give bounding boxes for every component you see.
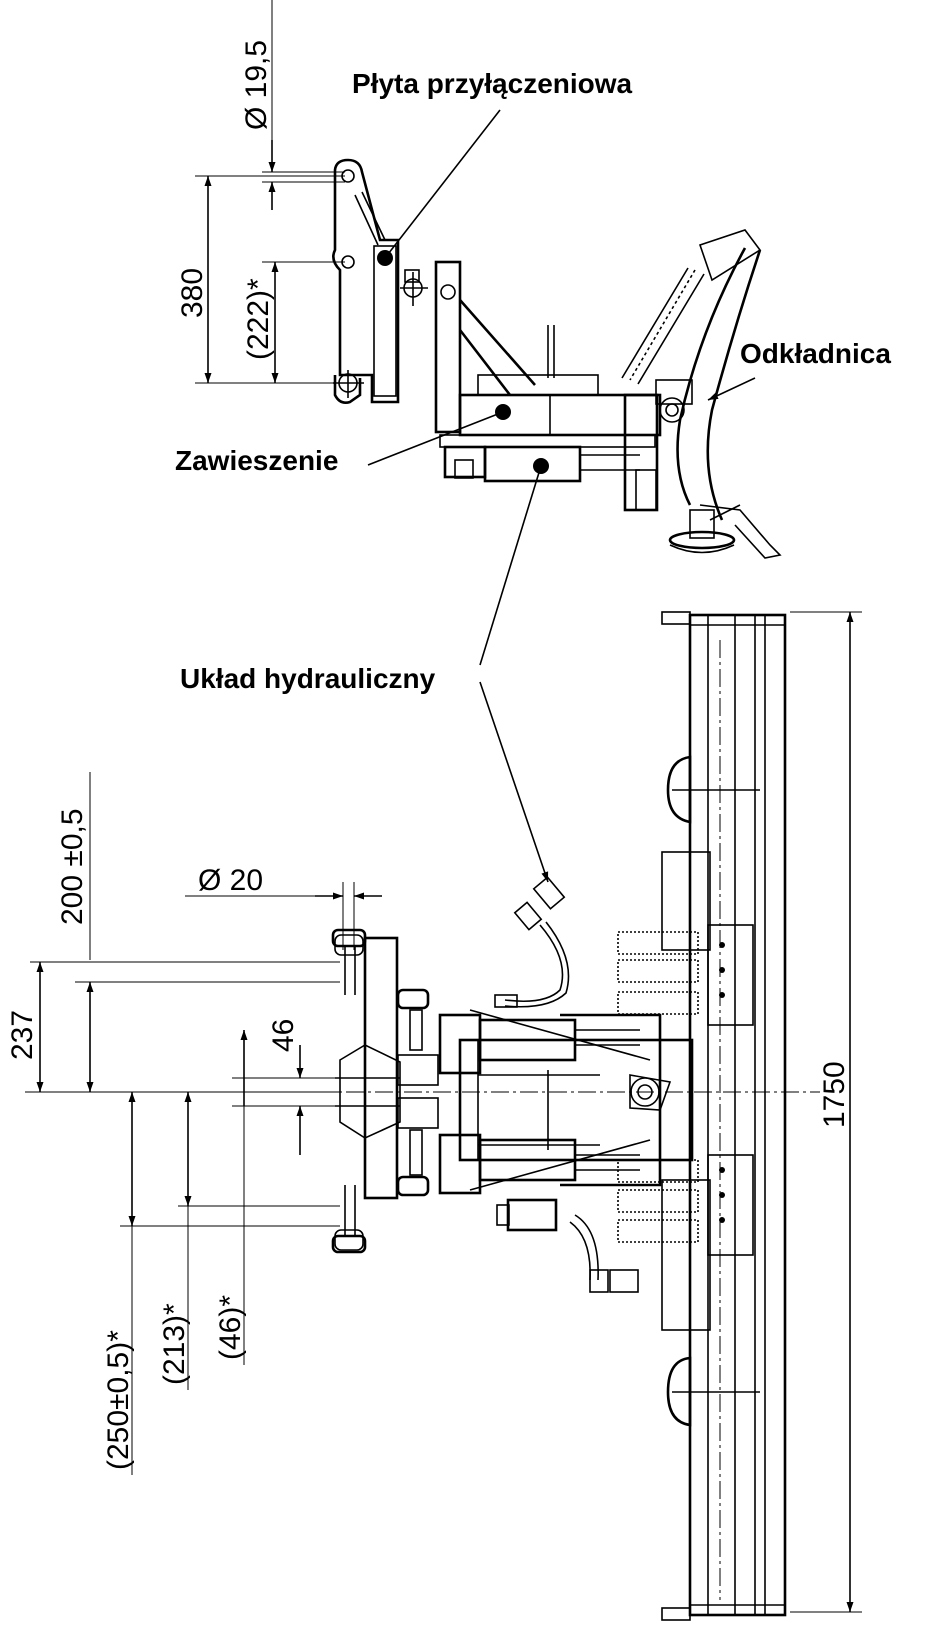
- leader-uklad-1: [479, 465, 542, 666]
- leader-zawieszenie: [367, 411, 504, 466]
- dim-text-380: 380: [176, 268, 209, 318]
- dim-text-d195: Ø 19,5: [240, 40, 273, 130]
- top-view: [25, 611, 862, 1621]
- label-plyta: Płyta przyłączeniowa: [352, 68, 633, 99]
- dim-text-1750: 1750: [818, 1061, 851, 1128]
- mounting-plate-top: [331, 928, 439, 1254]
- dim-text-213: (213)*: [158, 1303, 191, 1385]
- label-odkladnica: Odkładnica: [740, 338, 891, 369]
- hydraulic-hoses: [494, 876, 639, 1293]
- dim-213: [178, 1092, 340, 1390]
- leader-uklad-2: [479, 681, 549, 883]
- dim-text-46b: (46)*: [214, 1295, 247, 1360]
- dim-text-200: 200 ±0,5: [56, 808, 89, 925]
- dim-d20: [185, 882, 382, 950]
- dim-text-d20: Ø 20: [198, 864, 263, 897]
- dim-250: [120, 1092, 340, 1475]
- dim-text-46: 46: [267, 1019, 300, 1052]
- dim-222: [262, 261, 345, 383]
- dim-46: [232, 1045, 340, 1155]
- dim-text-222: (222)*: [242, 278, 275, 360]
- label-zawieszenie: Zawieszenie: [175, 445, 338, 476]
- dim-text-250: (250±0,5)*: [102, 1330, 135, 1470]
- spring-side: [621, 267, 705, 385]
- dim-237: [30, 961, 340, 1092]
- label-uklad: Układ hydrauliczny: [180, 663, 436, 694]
- side-view: [195, 0, 782, 666]
- mouldboard-side: [621, 229, 782, 559]
- cylinders-top: [438, 1013, 640, 1195]
- blade-top: [661, 611, 787, 1621]
- mounting-plate-side: [332, 158, 428, 404]
- dim-text-237: 237: [6, 1010, 39, 1060]
- frame-top: [230, 1009, 820, 1191]
- dim-d195: [262, 0, 345, 210]
- dim-200: [25, 772, 340, 1093]
- leader-plyta: [384, 109, 501, 259]
- leader-odkladnica: [707, 377, 756, 401]
- suspension-side: [434, 260, 693, 512]
- dim-380: [195, 175, 345, 384]
- dim-1750: [790, 611, 862, 1613]
